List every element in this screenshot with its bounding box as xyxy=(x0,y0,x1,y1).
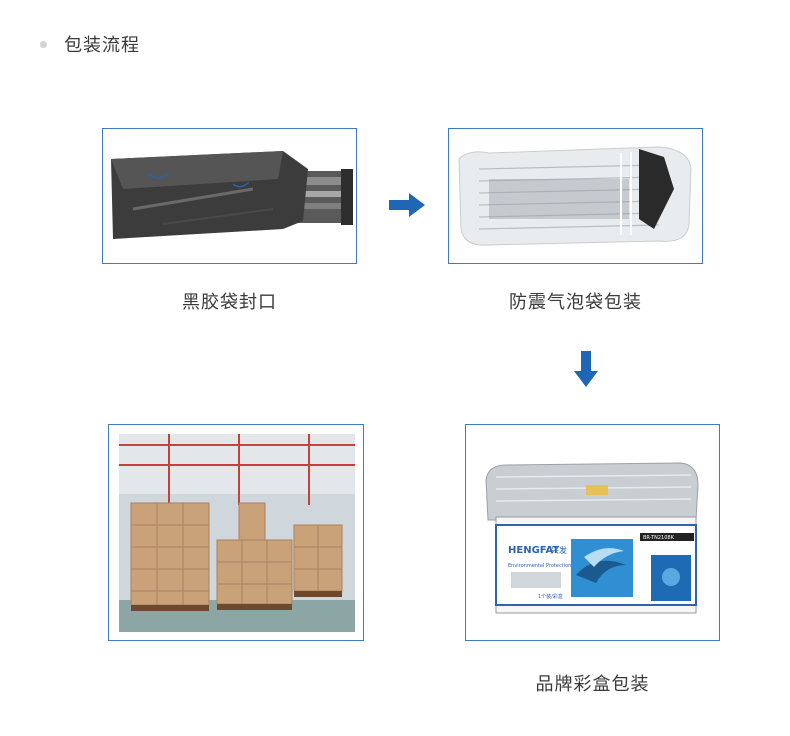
brand-box-photo: HENGFAT 兴发 Environmental Protection Cart… xyxy=(466,425,719,640)
box-tag: 1个装/彩盒 xyxy=(538,593,563,600)
black-bag-photo xyxy=(103,129,356,263)
arrow-right-icon xyxy=(389,193,425,217)
step-caption-black-bag: 黑胶袋封口 xyxy=(182,292,277,313)
step-image-brand-box: HENGFAT 兴发 Environmental Protection Cart… xyxy=(465,424,720,641)
box-brand: HENGFAT xyxy=(508,545,559,556)
air-bag-photo xyxy=(449,129,702,263)
step-caption-brand-box: 品牌彩盒包装 xyxy=(535,674,650,695)
box-slogan: Environmental Protection Cartridge xyxy=(508,563,596,569)
box-brand-cn: 兴发 xyxy=(551,545,567,555)
warehouse-photo xyxy=(109,425,363,640)
step-caption-air-bag: 防震气泡袋包装 xyxy=(509,292,642,313)
step-image-air-bag xyxy=(448,128,703,264)
bullet-dot xyxy=(40,40,47,48)
section-header: 包装流程 xyxy=(40,31,140,57)
section-title: 包装流程 xyxy=(64,35,140,56)
box-model: BR-TN2108K xyxy=(643,535,675,541)
step-image-black-bag xyxy=(102,128,357,264)
step-image-warehouse xyxy=(108,424,364,641)
arrow-down-icon xyxy=(574,351,598,387)
